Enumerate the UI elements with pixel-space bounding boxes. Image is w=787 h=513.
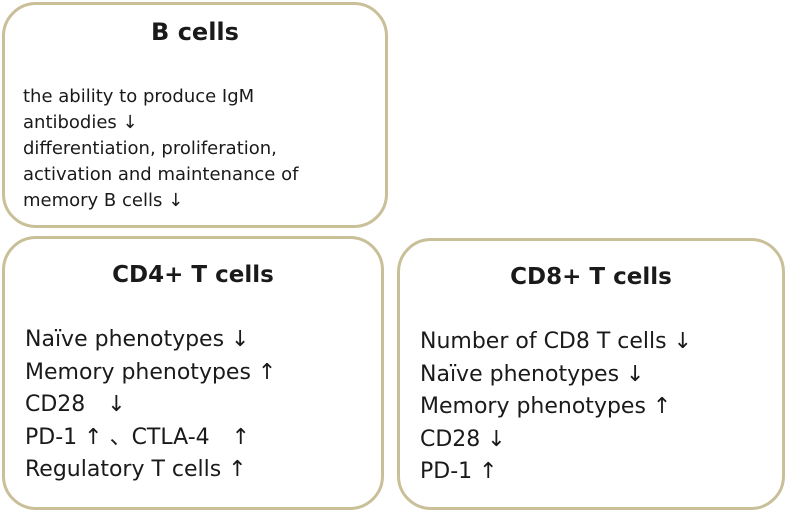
cd4-t-cells-list: Naïve phenotypes ↓ Memory phenotypes ↑ C… xyxy=(25,324,276,487)
cd8-t-cells-line: Number of CD8 T cells ↓ xyxy=(420,329,693,354)
cd8-t-cells-box: CD8+ T cells Number of CD8 T cells ↓ Naï… xyxy=(397,238,785,510)
cd8-t-cells-line: CD28 ↓ xyxy=(420,426,506,452)
b-cells-box: B cells the ability to produce IgM antib… xyxy=(2,2,388,228)
b-cells-line: the ability to produce IgM xyxy=(23,86,255,107)
cd4-t-cells-line: CD28 ↓ xyxy=(25,392,126,417)
b-cells-line: antibodies ↓ xyxy=(23,112,138,133)
b-cells-line: memory B cells ↓ xyxy=(23,190,184,211)
cd4-t-cells-line: PD-1 ↑ 、CTLA-4 ↑ xyxy=(25,424,251,450)
cd4-t-cells-line: Naïve phenotypes ↓ xyxy=(25,327,250,352)
cd8-t-cells-line: PD-1 ↑ xyxy=(420,459,498,484)
b-cells-list: the ability to produce IgM antibodies ↓ … xyxy=(23,84,298,214)
b-cells-line: differentiation, proliferation, xyxy=(23,138,277,159)
cd8-t-cells-line: Naïve phenotypes ↓ xyxy=(420,361,645,387)
b-cells-line: activation and maintenance of xyxy=(23,164,299,185)
b-cells-title: B cells xyxy=(151,18,239,46)
cd4-t-cells-line: Memory phenotypes ↑ xyxy=(25,359,277,385)
cd8-t-cells-list: Number of CD8 T cells ↓ Naïve phenotypes… xyxy=(420,326,692,489)
cd8-t-cells-line: Memory phenotypes ↑ xyxy=(420,394,672,419)
cd8-t-cells-title: CD8+ T cells xyxy=(510,264,672,290)
cd4-t-cells-line: Regulatory T cells ↑ xyxy=(25,457,247,482)
cd4-t-cells-box: CD4+ T cells Naïve phenotypes ↓ Memory p… xyxy=(2,236,384,510)
cd4-t-cells-title: CD4+ T cells xyxy=(112,262,274,288)
